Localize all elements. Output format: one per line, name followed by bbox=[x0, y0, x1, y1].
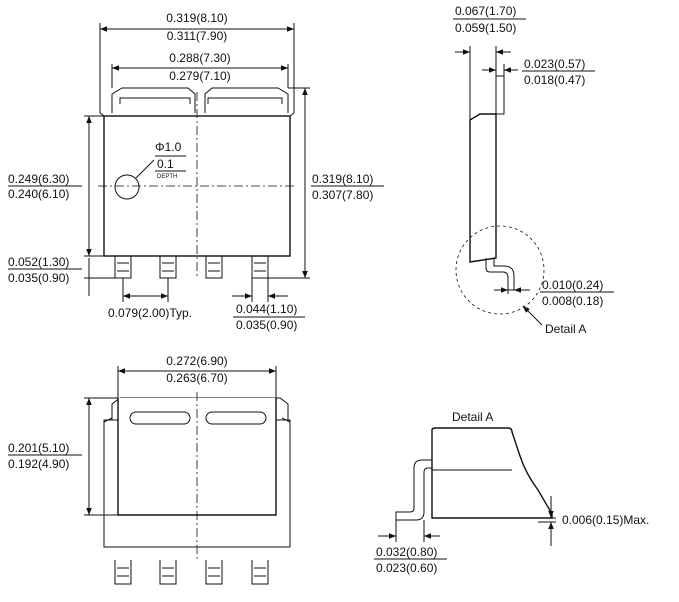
detail-a-circle bbox=[455, 225, 545, 315]
lead-width-max: 0.044(1.10) bbox=[236, 302, 297, 316]
overall-width-min: 0.311(7.90) bbox=[167, 29, 228, 43]
thickness-min: 0.059(1.50) bbox=[455, 21, 516, 35]
detail-body bbox=[431, 427, 553, 519]
pad-height-max: 0.201(5.10) bbox=[8, 441, 69, 455]
tab-width-max: 0.288(7.30) bbox=[169, 51, 230, 65]
side-body bbox=[469, 113, 497, 263]
side-view: 0.067(1.70) 0.059(1.50) 0.023(0.57) 0.01… bbox=[453, 4, 614, 336]
body-height-max: 0.249(6.30) bbox=[8, 172, 69, 186]
detail-a-callout: Detail A bbox=[545, 322, 586, 336]
lead-pitch: 0.079(2.00)Typ. bbox=[108, 306, 192, 320]
detail-a-view: Detail A 0.006(0.15)Max. 0.032(0.80) 0.0… bbox=[374, 410, 649, 575]
tab-width-min: 0.279(7.10) bbox=[169, 69, 230, 83]
thickness-max: 0.067(1.70) bbox=[455, 4, 516, 18]
body-height-min: 0.240(6.10) bbox=[8, 187, 69, 201]
pad-slot-right bbox=[205, 411, 267, 425]
lead-length-max: 0.052(1.30) bbox=[8, 255, 69, 269]
top-view: 0.319(8.10) 0.311(7.90) 0.288(7.30) 0.27… bbox=[8, 11, 384, 332]
pin1-hole bbox=[114, 174, 140, 200]
lead-width-min: 0.035(0.90) bbox=[236, 318, 297, 332]
bottom-view: 0.272(6.90) 0.263(6.70) 0.201(5.10) 0.19… bbox=[8, 354, 291, 585]
lead-length-min: 0.035(0.90) bbox=[8, 271, 69, 285]
standoff-max: 0.006(0.15)Max. bbox=[562, 513, 649, 527]
hole-depth-label: DEPTH bbox=[157, 174, 177, 180]
overall-width-max: 0.319(8.10) bbox=[166, 11, 227, 25]
hole-depth-value: 0.1 bbox=[157, 157, 174, 171]
top-view-leads bbox=[114, 256, 269, 279]
lead-thickness-max: 0.010(0.24) bbox=[542, 278, 603, 292]
pad-height-min: 0.192(4.90) bbox=[8, 457, 69, 471]
tab-thickness-min: 0.018(0.47) bbox=[524, 73, 585, 87]
bottom-view-leads bbox=[114, 560, 269, 585]
pad-width-min: 0.263(6.70) bbox=[166, 371, 227, 385]
overall-height-min: 0.307(7.80) bbox=[312, 188, 373, 202]
pad-width-max: 0.272(6.90) bbox=[166, 354, 227, 368]
hole-diameter: Φ1.0 bbox=[155, 140, 182, 154]
tab-thickness-max: 0.023(0.57) bbox=[524, 57, 585, 71]
foot-length-min: 0.023(0.60) bbox=[376, 561, 437, 575]
side-tab bbox=[495, 75, 505, 115]
lead-thickness-min: 0.008(0.18) bbox=[542, 294, 603, 308]
pad-slot-left bbox=[129, 411, 191, 425]
detail-a-title: Detail A bbox=[452, 410, 493, 424]
foot-length-max: 0.032(0.80) bbox=[376, 545, 437, 559]
overall-height-max: 0.319(8.10) bbox=[312, 172, 373, 186]
